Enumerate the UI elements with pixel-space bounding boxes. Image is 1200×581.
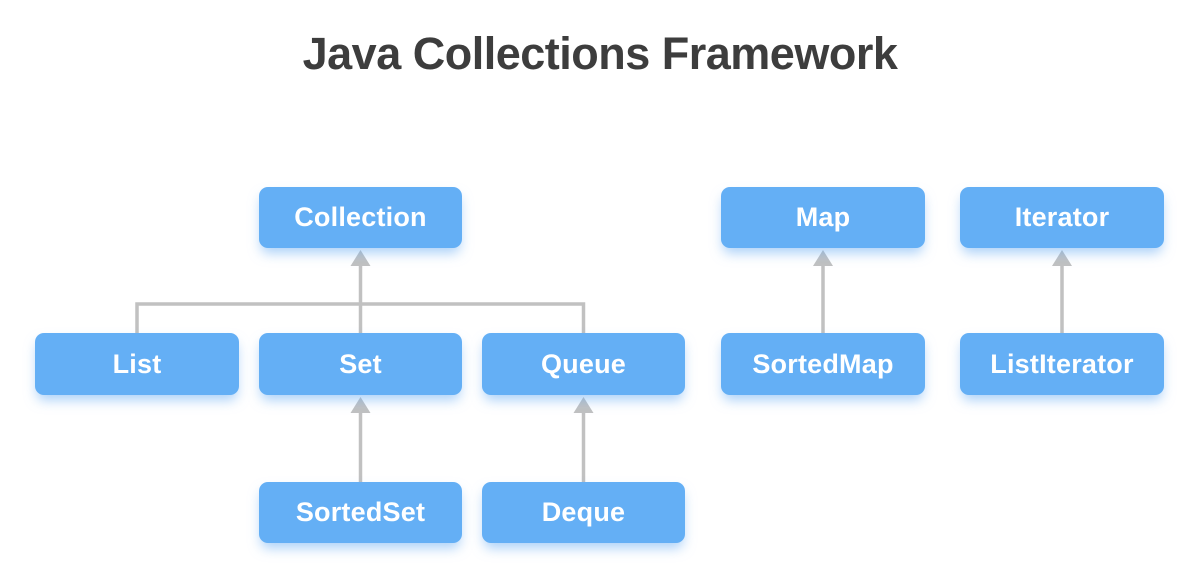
node-label-set: Set [339,348,382,379]
node-label-queue: Queue [540,348,627,379]
node-label-collection: Collection [294,202,427,232]
node-sortedset: SortedSet [259,482,462,543]
diagram-title: Java Collections Framework [302,28,898,79]
node-sortedmap: SortedMap [721,333,925,395]
bus-rail-collection [135,302,586,333]
node-label-deque: Deque [541,497,626,527]
node-deque: Deque [482,482,685,543]
node-listiterator: ListIterator [960,333,1164,395]
node-list: List [35,333,239,395]
arrowhead-listiterator-iterator [1052,250,1072,266]
node-label-map: Map [795,202,851,232]
node-label-sortedset: SortedSet [295,497,426,527]
node-collection: Collection [259,187,462,248]
arrowhead-sortedset-set [350,397,371,413]
arrowhead-deque-queue [573,397,594,413]
arrowhead-sortedmap-map [813,250,833,266]
arrowhead-set-collection [350,250,371,266]
node-set: Set [259,333,462,395]
node-label-list: List [112,348,162,379]
node-map: Map [721,187,925,248]
node-queue: Queue [482,333,685,395]
node-label-sortedmap: SortedMap [752,348,894,379]
node-label-iterator: Iterator [1014,202,1110,232]
node-label-listiterator: ListIterator [990,348,1134,379]
node-iterator: Iterator [960,187,1164,248]
